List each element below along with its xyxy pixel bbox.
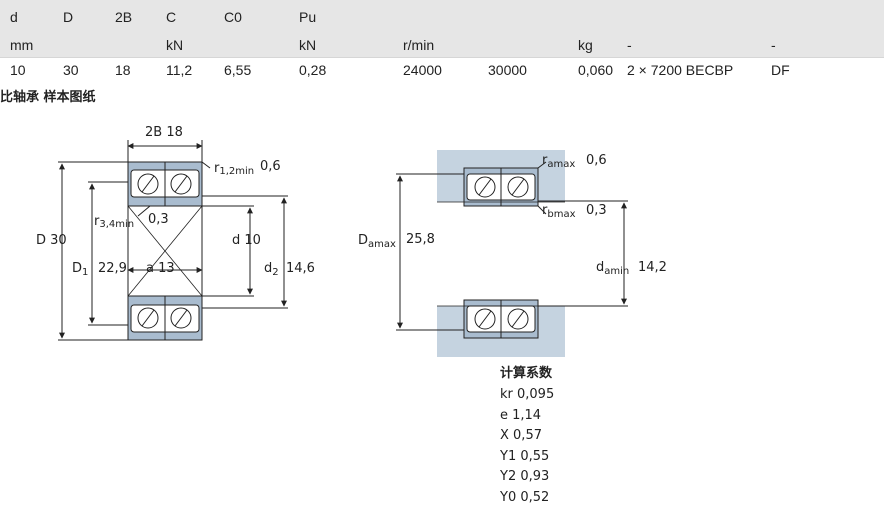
- Da-label: Damax: [358, 233, 396, 250]
- d-label: d 10: [232, 233, 261, 248]
- val-Pu: 0,28: [299, 62, 327, 78]
- table-row: 10 30 18 11,2 6,55 0,28 24000 30000 0,06…: [0, 57, 884, 84]
- unit-arrangement: -: [771, 37, 776, 53]
- factors-title: 计算系数: [500, 366, 553, 381]
- factor-kr: kr 0,095: [500, 387, 555, 402]
- val-designation: 2 × 7200 BECBP: [627, 62, 734, 78]
- d2-label: d2: [264, 261, 279, 278]
- factor-Y2: Y2 0,93: [500, 469, 550, 484]
- val-C0: 6,55: [224, 62, 252, 78]
- unit-kg: kg: [578, 37, 593, 53]
- D1-value: 22,9: [98, 261, 127, 276]
- D-label: D 30: [36, 233, 67, 248]
- r34-value: 0,3: [148, 212, 169, 227]
- val-D: 30: [63, 62, 79, 78]
- rb-value: 0,3: [586, 203, 607, 218]
- calculation-factors: 计算系数 kr 0,095 e 1,14 X 0,57 Y1 0,55 Y2 0…: [500, 362, 554, 508]
- left-bearing-drawing: [58, 140, 288, 341]
- col-D: D: [63, 9, 74, 25]
- unit-kN-Pu: kN: [299, 37, 317, 53]
- unit-designation: -: [627, 37, 632, 53]
- da-value: 14,2: [638, 260, 667, 275]
- a-label: a 13: [146, 261, 175, 276]
- col-Pu: Pu: [299, 9, 317, 25]
- unit-kN-C: kN: [166, 37, 184, 53]
- r12-label: r1,2min: [214, 161, 254, 177]
- Da-value: 25,8: [406, 232, 435, 247]
- table-header-units: mm kN kN r/min kg - -: [0, 31, 884, 57]
- val-C: 11,2: [166, 62, 193, 78]
- val-d: 10: [10, 62, 26, 78]
- right-mounting-drawing: [396, 150, 628, 357]
- val-arrangement: DF: [771, 62, 790, 78]
- val-mass: 0,060: [578, 62, 614, 78]
- unit-speed: r/min: [403, 37, 435, 53]
- table-header-symbols: d D 2B C C0 Pu: [0, 0, 884, 31]
- width-label: 2B 18: [145, 125, 183, 140]
- val-ref-speed: 24000: [403, 62, 442, 78]
- D1-label: D1: [72, 261, 88, 278]
- section-title: 比轴承 样本图纸: [0, 90, 96, 105]
- val-2B: 18: [115, 62, 131, 78]
- unit-mm: mm: [10, 37, 34, 53]
- col-C0: C0: [224, 9, 242, 25]
- factor-Y0: Y0 0,52: [500, 489, 550, 505]
- factor-Y1: Y1 0,55: [500, 448, 550, 464]
- r12-value: 0,6: [260, 159, 281, 174]
- factor-X: X 0,57: [500, 428, 542, 443]
- d2-value: 14,6: [286, 261, 315, 276]
- col-2B: 2B: [115, 9, 133, 25]
- ra-value: 0,6: [586, 153, 607, 168]
- val-limit-speed: 30000: [488, 62, 527, 78]
- factor-e: e 1,14: [500, 407, 542, 423]
- col-C: C: [166, 9, 177, 25]
- col-d: d: [10, 9, 18, 25]
